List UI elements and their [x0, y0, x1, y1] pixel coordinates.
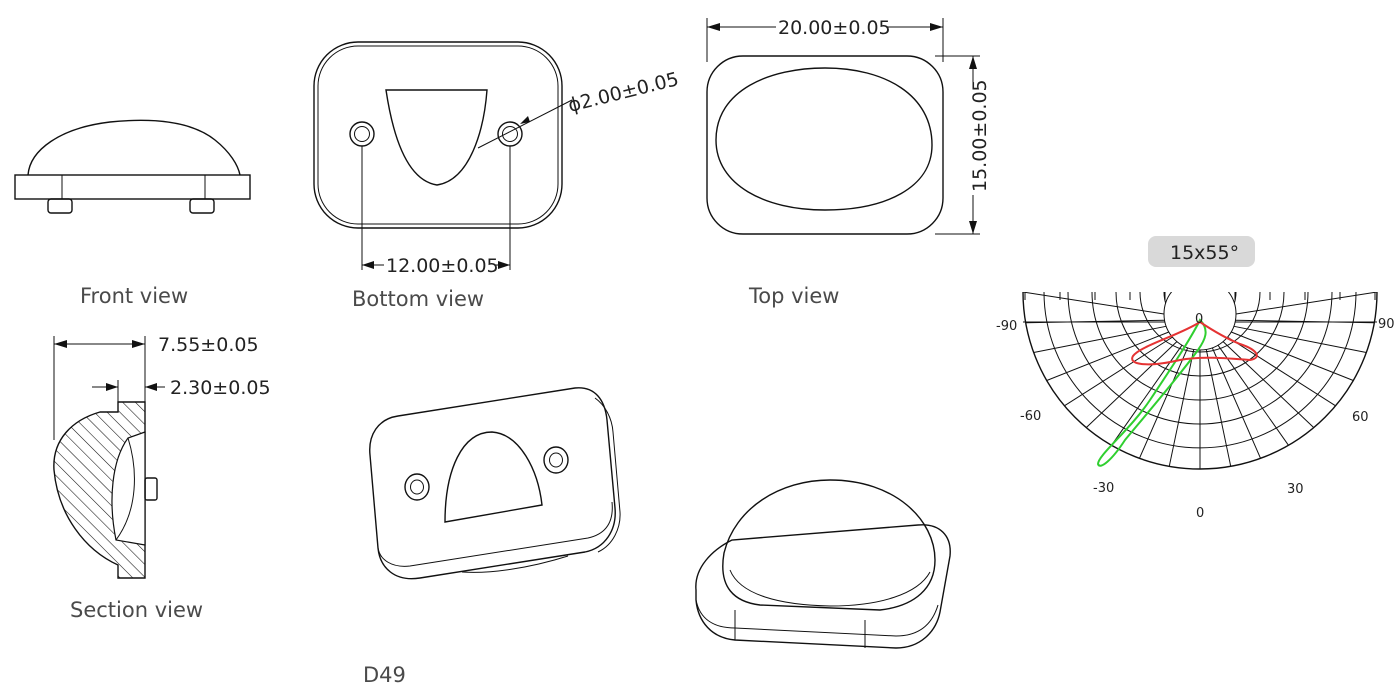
width-dim: 20.00±0.05 [778, 17, 891, 39]
height-dim: 15.00±0.05 [969, 79, 991, 192]
polar-spoke [1046, 331, 1170, 381]
polar-spoke [1085, 341, 1178, 428]
top-view-label: Top view [748, 284, 839, 308]
hole-diameter-dim: ϕ2.00±0.05 [566, 68, 681, 117]
thickness-dim: 7.55±0.05 [158, 334, 259, 356]
angle-label-pos90: 90 [1378, 317, 1395, 332]
model-label: D49 [363, 663, 406, 687]
section-view-drawing: 7.55±0.05 2.30±0.05 Section view [53, 334, 271, 622]
angle-label-pos30: 30 [1287, 482, 1304, 497]
beam-angle-label: 15x55° [1170, 242, 1239, 264]
polar-spoke [1211, 347, 1261, 459]
polar-spoke [1064, 336, 1173, 407]
angle-label-neg90: -90 [996, 319, 1017, 334]
angle-label-center-0: 0 [1195, 312, 1203, 327]
polar-spoke [1217, 344, 1289, 446]
angle-label-pos60: 60 [1352, 410, 1369, 425]
wide-beam-curve [1131, 320, 1258, 366]
front-view-drawing: Front view [14, 119, 251, 308]
polar-spoke [1235, 292, 1378, 315]
isometric-bottom-drawing: D49 [363, 387, 621, 687]
polar-spoke [1205, 349, 1232, 467]
polar-spoke [1230, 331, 1354, 381]
angle-label-neg60: -60 [1020, 409, 1041, 424]
bottom-view-drawing: ϕ2.00±0.05 12.00±0.05 Bottom view [313, 41, 681, 311]
top-view-drawing: 20.00±0.05 15.00±0.05 Top view [706, 17, 991, 308]
polar-spoke [1222, 341, 1315, 428]
polar-grid [1022, 292, 1378, 470]
polar-spoke [1168, 349, 1195, 467]
isometric-top-drawing [695, 479, 951, 649]
polar-spoke [1111, 344, 1183, 446]
beam-angle-badge [1148, 236, 1255, 267]
polar-beam-diagram: 15x55° -90 90 -60 60 -30 30 0 0 [996, 236, 1395, 521]
bottom-view-label: Bottom view [352, 287, 484, 311]
section-view-label: Section view [70, 598, 203, 622]
polar-spoke [1227, 336, 1336, 407]
polar-spoke [1022, 292, 1165, 315]
angle-label-neg30: -30 [1093, 481, 1114, 496]
front-view-label: Front view [80, 284, 188, 308]
polar-spoke [1139, 347, 1189, 459]
hole-spacing-dim: 12.00±0.05 [386, 255, 499, 277]
narrow-beam-curve [1096, 318, 1207, 467]
polar-spoke [1233, 325, 1367, 354]
angle-label-bottom-0: 0 [1196, 506, 1204, 521]
flange-dim: 2.30±0.05 [170, 377, 271, 399]
polar-spoke [1033, 325, 1167, 354]
